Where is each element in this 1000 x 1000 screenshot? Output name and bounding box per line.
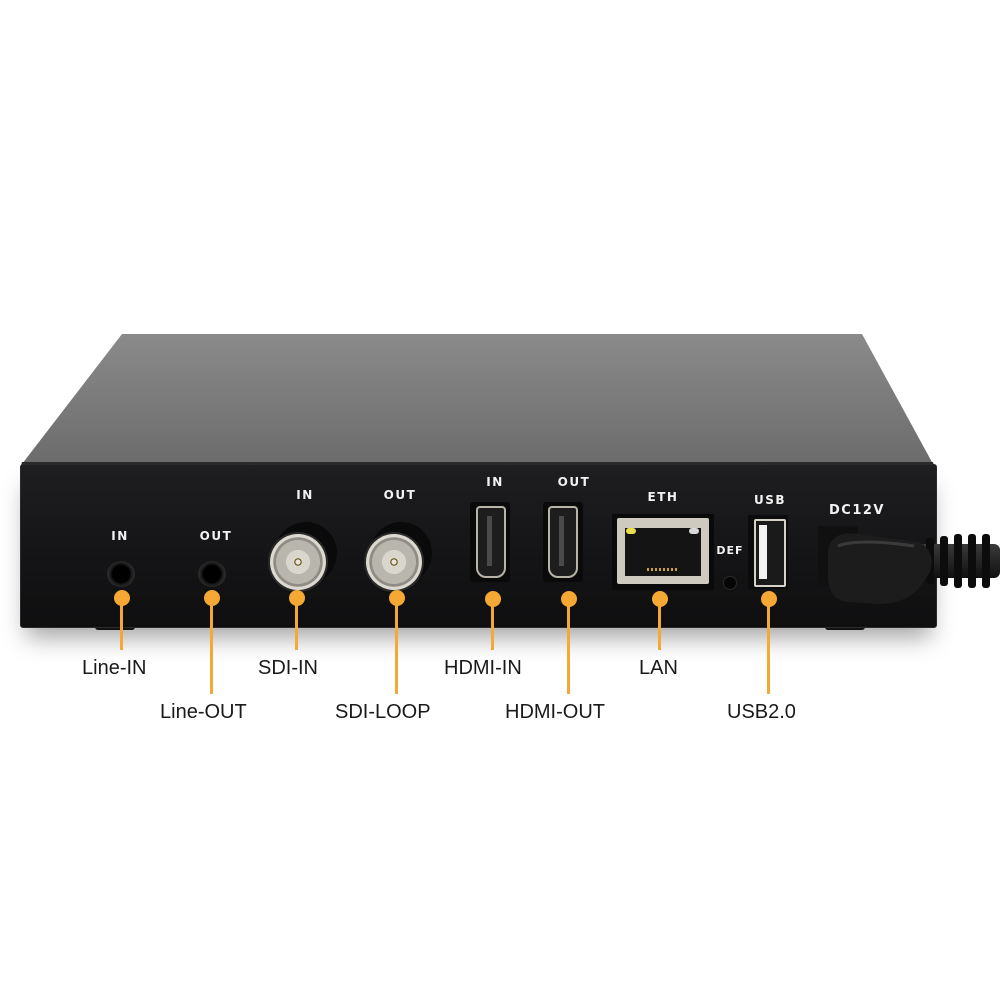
usb-panel-label: USB [753, 493, 787, 507]
line-in-audio-jack[interactable] [107, 561, 135, 587]
sdi-loop-callout-line [395, 598, 398, 694]
activity-led-icon [689, 528, 699, 534]
link-led-icon [626, 528, 636, 534]
hdmi-out-port[interactable] [548, 506, 578, 578]
line-out-callout-line [210, 598, 213, 694]
callout-sdi-loop: SDI-LOOP [335, 701, 431, 723]
callout-sdi-in: SDI-IN [258, 657, 318, 679]
hdmi-in-callout-line [491, 599, 494, 650]
def-panel-label: DEF [716, 544, 744, 557]
callout-hdmi-out: HDMI-OUT [505, 701, 605, 723]
callout-hdmi-in: HDMI-IN [444, 657, 522, 679]
hdmi-in-port[interactable] [476, 506, 506, 578]
callout-usb2: USB2.0 [727, 701, 796, 723]
usb-port[interactable] [754, 519, 786, 587]
eth-panel-label: ETH [647, 490, 679, 504]
sdi-out-panel-label: OUT [383, 488, 417, 502]
lan-callout-line [658, 599, 661, 650]
line-in-panel-label: IN [111, 529, 129, 543]
line-in-callout-line [120, 598, 123, 650]
sdi-loop-bnc-connector[interactable] [366, 534, 422, 590]
def-reset-button[interactable] [724, 577, 736, 589]
sdi-in-panel-label: IN [296, 488, 314, 502]
rj45-pins [647, 568, 679, 571]
power-panel-label: DC12V [829, 503, 885, 518]
line-out-audio-jack[interactable] [198, 561, 226, 587]
hdmi-in-tongue [487, 516, 492, 566]
hdmi-out-panel-label: OUT [557, 475, 591, 489]
sdi-in-callout-line [295, 598, 298, 650]
callout-line-in: Line-IN [82, 657, 147, 679]
usb-callout-line [767, 599, 770, 694]
sdi-in-bnc-connector[interactable] [270, 534, 326, 590]
hdmi-out-tongue [559, 516, 564, 566]
line-out-panel-label: OUT [199, 529, 233, 543]
usb-tongue [759, 525, 767, 579]
hdmi-out-callout-line [567, 599, 570, 694]
callout-lan: LAN [639, 657, 678, 679]
callout-line-out: Line-OUT [160, 701, 247, 723]
dc-power-plug-cable[interactable] [818, 520, 1000, 610]
lan-rj45-port[interactable] [617, 518, 709, 584]
hdmi-in-panel-label: IN [486, 475, 504, 489]
